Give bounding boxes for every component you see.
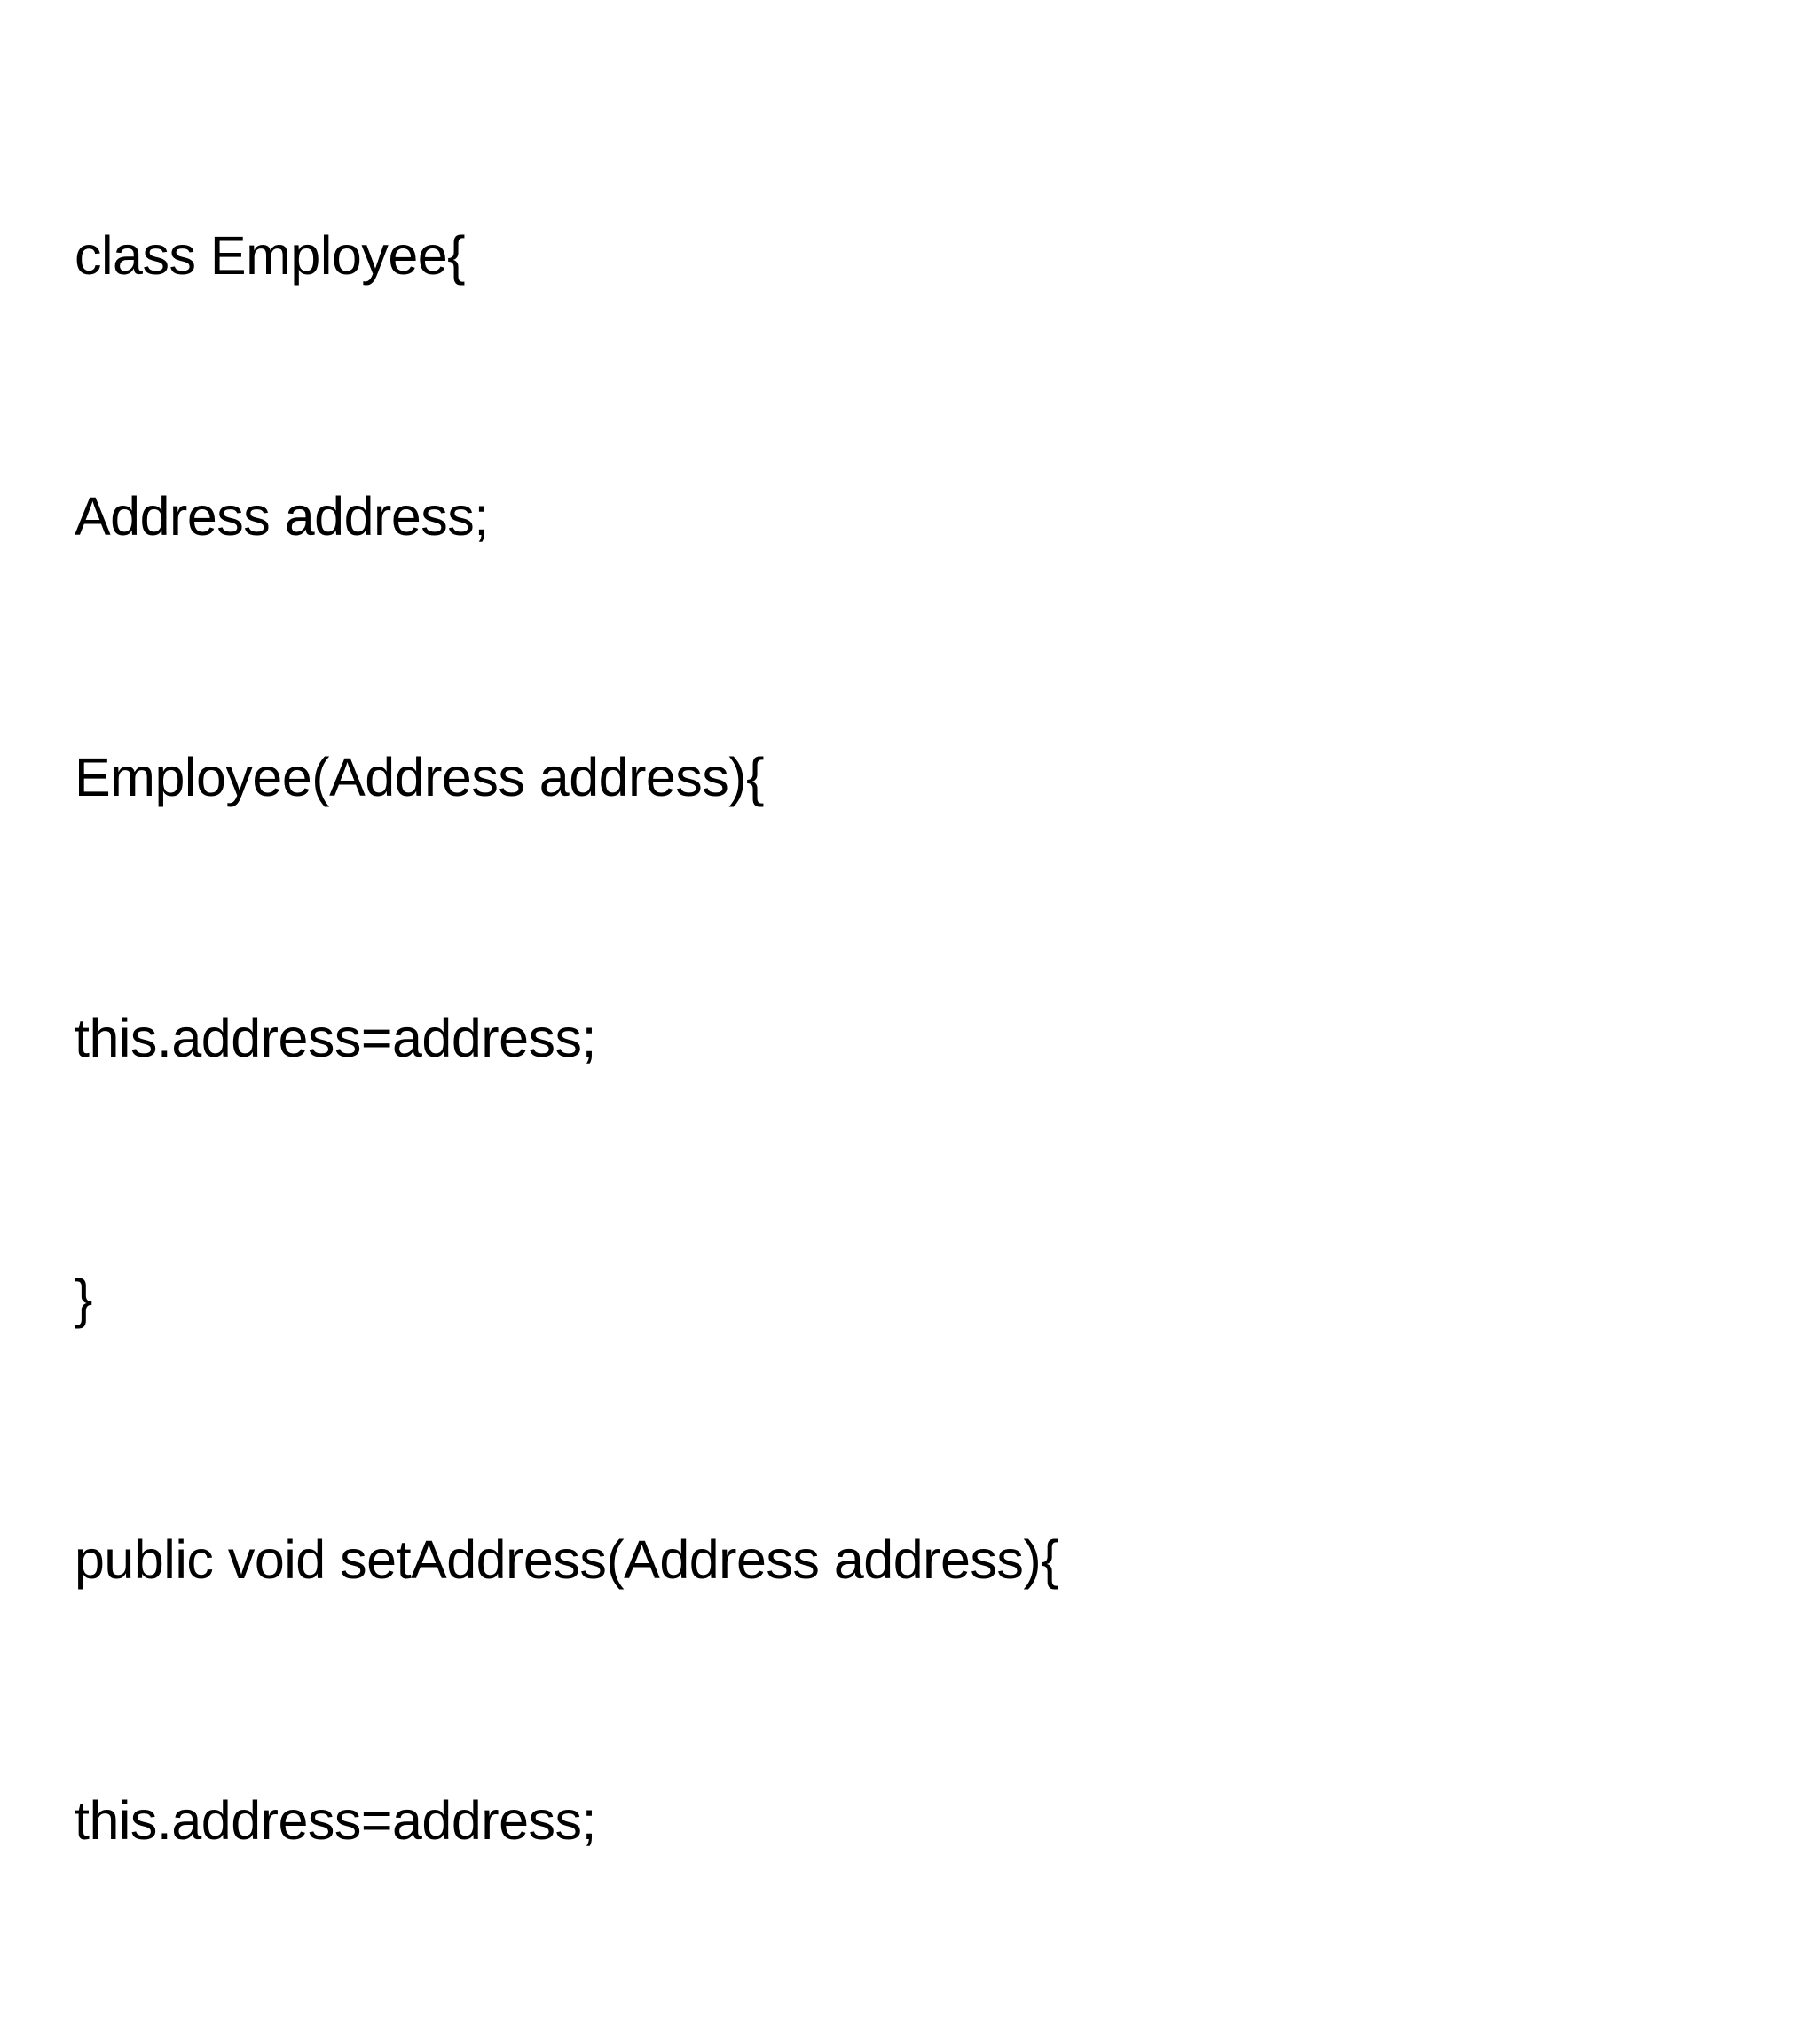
code-line: } <box>75 2038 1058 2044</box>
code-block: class Employee{ Address address; Employe… <box>75 38 1059 2044</box>
code-line: this.address=address; <box>75 1008 596 1068</box>
code-line: Address address; <box>75 486 489 546</box>
code-line: class Employee{ <box>75 225 466 286</box>
code-line: } <box>75 1269 92 1329</box>
code-line: public void setAddress(Address address){ <box>75 1529 1059 1590</box>
code-line: Employee(Address address){ <box>75 747 765 807</box>
code-line: this.address=address; <box>75 1790 596 1851</box>
